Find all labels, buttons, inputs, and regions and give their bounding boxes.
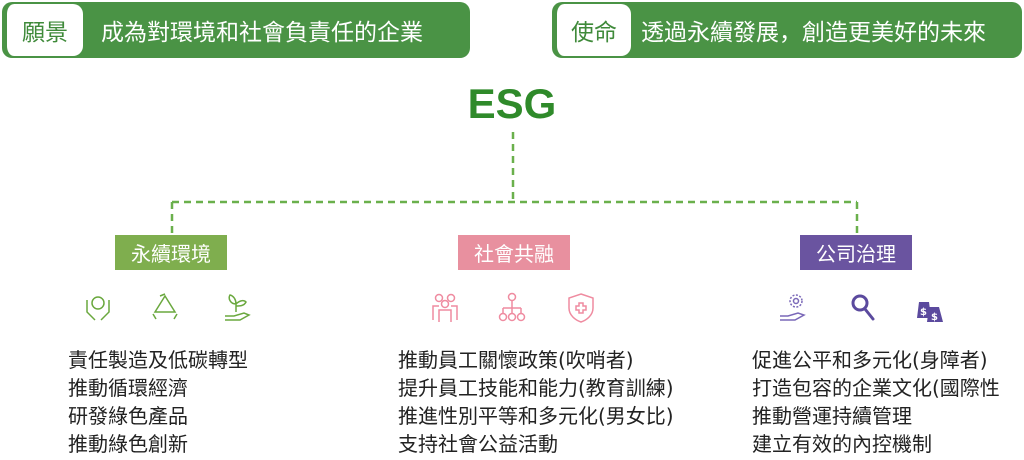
environment-list: 責任製造及低碳轉型 推動循環經濟 研發綠色產品 推動綠色創新	[68, 346, 248, 458]
list-item: 推動營運持續管理	[752, 404, 912, 428]
vision-banner: 願景 成為對環境和社會負責任的企業	[2, 2, 470, 58]
list-item: 促進公平和多元化(身障者)	[752, 348, 988, 372]
list-item: 推動綠色創新	[68, 432, 188, 456]
pillar-environment: 永續環境	[115, 235, 227, 270]
list-item: 責任製造及低碳轉型	[68, 348, 248, 372]
governance-list: 促進公平和多元化(身障者) 打造包容的企業文化(國際性 推動營運持續管理 建立有…	[752, 346, 1000, 458]
list-item: 推動員工關懷政策(吹哨者)	[398, 348, 634, 372]
shield-cross-icon	[568, 293, 594, 323]
vision-text: 成為對環境和社會負責任的企業	[101, 20, 423, 46]
money-bags-icon: $$	[917, 302, 943, 323]
hand-gear-icon	[780, 294, 806, 321]
list-item: 研發綠色產品	[68, 404, 188, 428]
hand-plant-icon	[225, 294, 251, 321]
magnifier-icon	[851, 294, 875, 321]
list-item: 支持社會公益活動	[398, 432, 558, 456]
org-chart-icon	[498, 292, 526, 322]
list-item: 推進性別平等和多元化(男女比)	[398, 404, 674, 428]
list-item: 打造包容的企業文化(國際性	[752, 376, 1000, 400]
svg-text:$: $	[920, 307, 927, 318]
social-list: 推動員工關懷政策(吹哨者) 提升員工技能和能力(教育訓練) 推進性別平等和多元化…	[398, 346, 674, 458]
list-item: 建立有效的內控機制	[752, 432, 932, 456]
esg-title: ESG	[467, 80, 557, 127]
svg-text:$: $	[931, 312, 938, 323]
vision-label: 願景	[4, 4, 83, 56]
mission-text: 透過永續發展，創造更美好的未來	[641, 20, 986, 46]
recycle-icon	[152, 293, 178, 320]
pillar-social: 社會共融	[458, 235, 570, 270]
mission-banner: 使命 透過永續發展，創造更美好的未來	[552, 2, 1022, 58]
list-item: 推動循環經濟	[68, 376, 188, 400]
people-group-icon	[432, 293, 458, 322]
pillar-governance: 公司治理	[800, 235, 912, 270]
mission-label: 使命	[554, 4, 631, 56]
list-item: 提升員工技能和能力(教育訓練)	[398, 376, 674, 400]
hands-globe-icon	[86, 296, 110, 321]
